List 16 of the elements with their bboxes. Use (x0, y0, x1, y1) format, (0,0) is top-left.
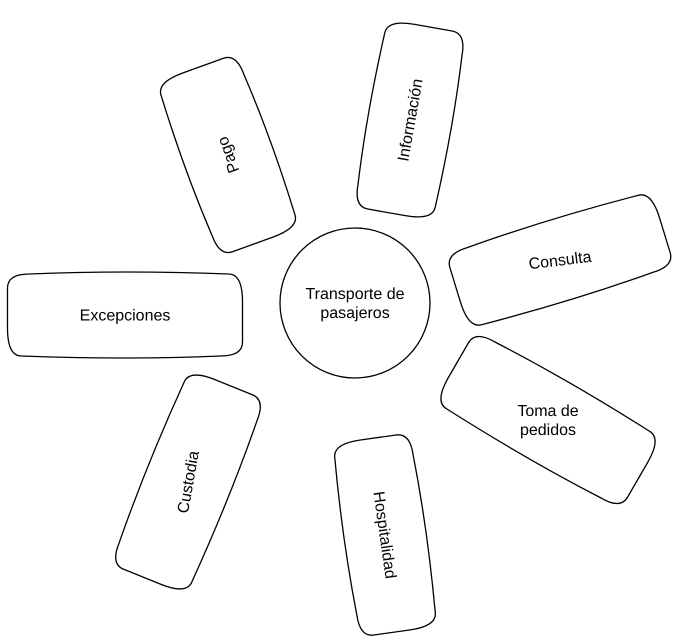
node-label: Información (395, 78, 427, 163)
center-circle (279, 227, 431, 379)
petal-shape (440, 336, 656, 504)
petal-shape (448, 194, 672, 326)
node-label: Toma de pedidos (517, 403, 579, 439)
petal-shape (115, 374, 261, 590)
node-label: Hospitalidad (369, 490, 399, 580)
petal-shape (356, 22, 464, 218)
petal-shape (6, 271, 244, 359)
petal-shape (160, 56, 296, 254)
node-label: Transporte de pasajeros (306, 286, 404, 322)
node-label: Excepciones (80, 308, 170, 324)
node-label: Consulta (528, 248, 592, 274)
node-label: Custodia (175, 450, 203, 515)
petal-shape (334, 434, 436, 636)
node-label: Pago (214, 134, 244, 176)
